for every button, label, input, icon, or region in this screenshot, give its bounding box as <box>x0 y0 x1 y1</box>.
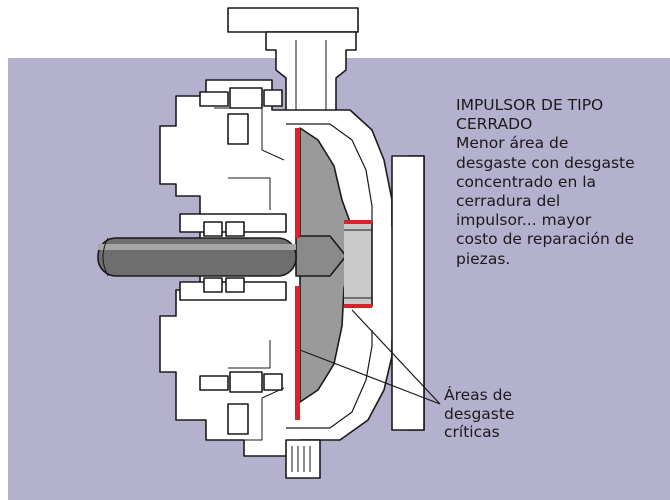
wear-area-back-upper <box>295 128 300 238</box>
wear-ring-lower <box>344 304 372 308</box>
critical-wear-areas <box>295 128 372 420</box>
callout-line-2: desgaste <box>444 404 515 423</box>
caption-body-line-4: cerradura del <box>456 192 561 211</box>
wear-area-back-lower <box>295 286 300 420</box>
pump-casing <box>159 79 425 479</box>
caption-title-line-1: IMPULSOR DE TIPO <box>456 96 604 114</box>
critical-wear-areas-label: Áreas de desgaste críticas <box>444 386 554 442</box>
caption-body-line-7: piezas. <box>456 249 511 268</box>
wear-ring-upper <box>344 220 372 224</box>
caption-body-line-5: impulsor... mayor <box>456 211 592 230</box>
callout-line-3: críticas <box>444 423 500 441</box>
impeller-description: IMPULSOR DE TIPO CERRADO Menor área de d… <box>456 96 656 269</box>
casing-bolts <box>199 87 283 393</box>
suction-nozzle <box>344 221 373 307</box>
callout-leader-lines <box>299 309 441 405</box>
callout-line-1: Áreas de <box>444 386 513 404</box>
impeller-hub <box>295 235 347 277</box>
caption-body-line-2: desgaste con desgaste <box>456 153 635 172</box>
caption-body-line-3: concentrado en la <box>456 172 596 191</box>
caption-title-line-2: CERRADO <box>456 115 533 134</box>
caption-body-line-1: Menor área de <box>456 134 569 153</box>
pump-shaft <box>97 237 297 277</box>
caption-body-line-6: costo de reparación de <box>456 230 635 249</box>
discharge-flange <box>227 7 359 119</box>
seal-chamber <box>179 213 287 301</box>
